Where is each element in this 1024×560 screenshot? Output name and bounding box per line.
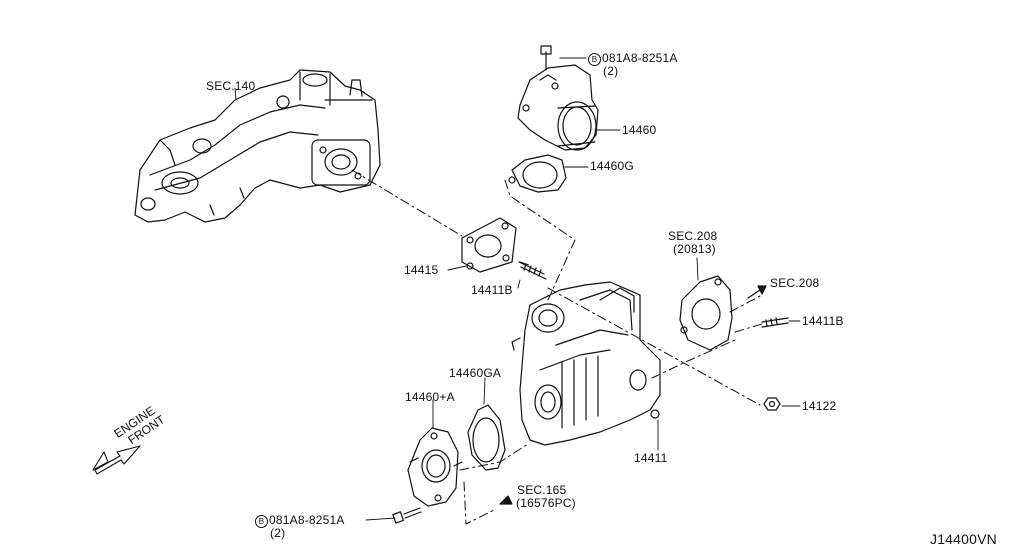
gasket-sec208-drawing — [679, 275, 733, 351]
label-bolt-top-code: 081A8-8251A — [602, 51, 678, 65]
circled-b-icon: B — [255, 515, 268, 528]
egr-valve-drawing — [511, 281, 661, 446]
label-sec208-top-sub: (20813) — [673, 242, 716, 256]
label-14460: 14460 — [622, 123, 657, 137]
label-sec208-top: SEC.208 — [668, 229, 718, 243]
label-14460a: 14460+A — [405, 390, 455, 404]
stud-14411b-left-drawing — [518, 261, 547, 280]
stud-14411b-right-drawing — [761, 317, 789, 328]
label-sec165: SEC.165 — [517, 483, 567, 497]
label-sec165-sub: (16576PC) — [516, 496, 576, 510]
label-14411b-right: 14411B — [802, 314, 844, 328]
gasket-14460g-drawing — [508, 154, 567, 193]
centerlines — [351, 169, 763, 525]
intake-manifold-drawing — [134, 69, 381, 223]
label-sec208-right: SEC.208 — [770, 276, 820, 290]
figure-id: J14400VN — [930, 531, 997, 547]
gasket-14460ga-drawing — [467, 404, 506, 471]
label-bolt-top-qty: (2) — [603, 64, 619, 78]
label-14122: 14122 — [802, 399, 837, 413]
label-14460g: 14460G — [590, 159, 634, 173]
label-bolt-bottom-code: 081A8-8251A — [269, 513, 345, 527]
throttle-body-bottom-drawing — [407, 427, 463, 507]
nut-14122-drawing — [763, 397, 781, 411]
label-sec140: SEC.140 — [206, 79, 256, 93]
label-14411b-left: 14411B — [471, 283, 513, 297]
gasket-14415-drawing — [461, 217, 517, 273]
label-14411: 14411 — [634, 451, 668, 465]
label-14460ga: 14460GA — [449, 366, 502, 380]
leader-lines — [234, 57, 801, 521]
circled-b-icon: B — [588, 53, 601, 66]
bolt-bottom-drawing — [392, 507, 422, 524]
engine-front-arrow-icon — [92, 445, 141, 475]
throttle-body-drawing — [517, 45, 599, 151]
label-bolt-bottom-qty: (2) — [270, 526, 286, 540]
label-14415: 14415 — [404, 263, 439, 277]
sec208-arrow-icon — [747, 285, 767, 299]
sec165-arrow-icon — [499, 495, 513, 505]
